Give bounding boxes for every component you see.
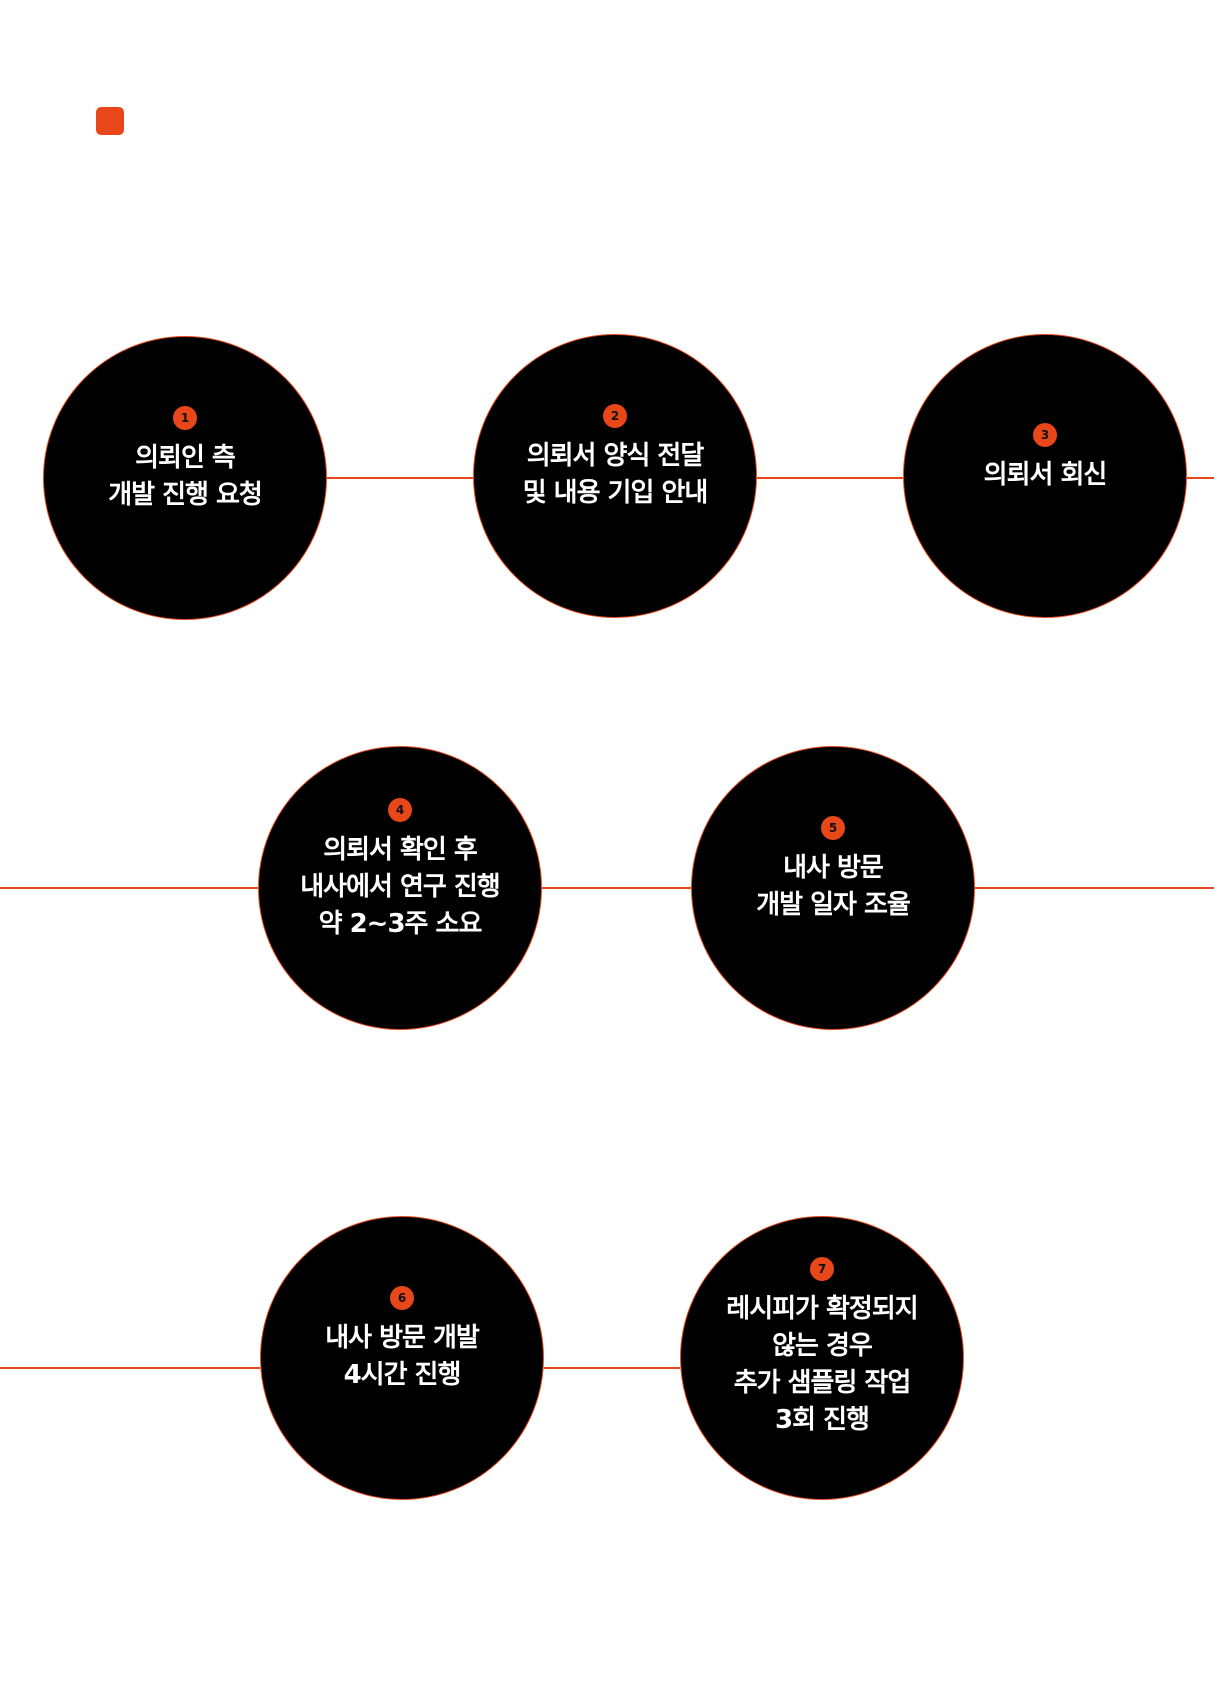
step-label: 의뢰인 측 개발 진행 요청 [108, 443, 263, 510]
connector-line [0, 887, 258, 889]
step-label: 의뢰서 양식 전달 및 내용 기입 안내 [522, 441, 709, 508]
step-number-badge: 7 [810, 1257, 834, 1281]
step-number-badge: 3 [1033, 422, 1057, 447]
step-number-badge: 2 [603, 404, 627, 428]
connector-line [757, 477, 903, 479]
connector-line [0, 1367, 260, 1369]
process-step-7: 7 레시피가 확정되지 않는 경우 추가 샘플링 작업 3회 진행 [680, 1216, 964, 1500]
step-number-badge: 4 [388, 797, 412, 822]
process-step-3: 3 의뢰서 회신 [903, 334, 1187, 618]
step-label: 내사 방문 개발 일자 조율 [756, 853, 911, 920]
process-step-6: 6 내사 방문 개발 4시간 진행 [260, 1216, 544, 1500]
brand-square-icon [96, 107, 124, 135]
step-label: 의뢰서 확인 후 내사에서 연구 진행 약 2~3주 소요 [300, 834, 500, 939]
step-label: 내사 방문 개발 4시간 진행 [325, 1323, 480, 1390]
process-step-5: 5 내사 방문 개발 일자 조율 [691, 746, 975, 1030]
step-label: 의뢰서 회신 [983, 459, 1108, 490]
connector-line [327, 477, 473, 479]
step-number-badge: 6 [390, 1286, 414, 1310]
process-step-1: 1 의뢰인 측 개발 진행 요청 [43, 336, 327, 620]
step-number-badge: 5 [821, 816, 845, 840]
process-step-2: 2 의뢰서 양식 전달 및 내용 기입 안내 [473, 334, 757, 618]
step-label: 레시피가 확정되지 않는 경우 추가 샘플링 작업 3회 진행 [726, 1294, 918, 1435]
connector-line [975, 887, 1214, 889]
step-number-badge: 1 [173, 406, 197, 430]
connector-line [542, 887, 691, 889]
process-step-4: 4 의뢰서 확인 후 내사에서 연구 진행 약 2~3주 소요 [258, 746, 542, 1030]
connector-line [544, 1367, 680, 1369]
connector-line [1187, 477, 1214, 479]
